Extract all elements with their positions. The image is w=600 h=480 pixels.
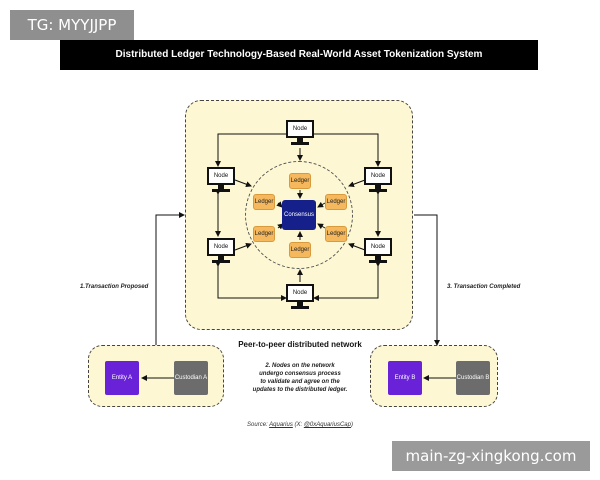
watermark-top: TG: MYYJJPP bbox=[10, 10, 134, 40]
ledger-upper-left: Ledger bbox=[253, 194, 275, 210]
node-label: Node bbox=[286, 284, 314, 302]
node-label: Node bbox=[364, 238, 392, 256]
node-top: Node bbox=[286, 120, 314, 146]
step-2-line: updates to the distributed ledger. bbox=[252, 387, 348, 393]
step-2-line: undergo consensus process bbox=[259, 371, 341, 377]
source-mid: (X: bbox=[292, 422, 304, 428]
step-2-line: 2. Nodes on the network bbox=[265, 363, 335, 369]
ledger-lower-right: Ledger bbox=[325, 226, 347, 242]
node-label: Node bbox=[364, 167, 392, 185]
consensus-block: Consensus bbox=[282, 200, 316, 230]
source-credit: Source: Aquarius (X: @0xAquariusCap) bbox=[200, 422, 400, 428]
source-suffix: ) bbox=[350, 422, 353, 428]
entity-b: Entity B bbox=[388, 361, 422, 395]
step-2-note: 2. Nodes on the network undergo consensu… bbox=[230, 362, 370, 394]
node-upper-left: Node bbox=[207, 167, 235, 193]
node-lower-right: Node bbox=[364, 238, 392, 264]
step-2-line: to validate and agree on the bbox=[260, 379, 340, 385]
custodian-a: Custodian A bbox=[174, 361, 208, 395]
ledger-top: Ledger bbox=[289, 173, 311, 189]
node-upper-right: Node bbox=[364, 167, 392, 193]
source-handle-link[interactable]: @0xAquariusCap bbox=[303, 422, 351, 428]
node-label: Node bbox=[207, 238, 235, 256]
node-label: Node bbox=[286, 120, 314, 138]
step-1-label: 1.Transaction Proposed bbox=[80, 284, 149, 290]
node-label: Node bbox=[207, 167, 235, 185]
custodian-b: Custodian B bbox=[456, 361, 490, 395]
ledger-lower-left: Ledger bbox=[253, 226, 275, 242]
node-lower-left: Node bbox=[207, 238, 235, 264]
ledger-bottom: Ledger bbox=[289, 242, 311, 258]
source-author-link[interactable]: Aquarius bbox=[269, 422, 293, 428]
network-label: Peer-to-peer distributed network bbox=[238, 340, 362, 349]
watermark-bottom: main-zg-xingkong.com bbox=[392, 441, 590, 471]
step-3-label: 3. Transaction Completed bbox=[447, 284, 521, 290]
source-prefix: Source: bbox=[247, 422, 270, 428]
node-bottom: Node bbox=[286, 284, 314, 310]
diagram-title: Distributed Ledger Technology-Based Real… bbox=[60, 40, 538, 70]
ledger-upper-right: Ledger bbox=[325, 194, 347, 210]
entity-a: Entity A bbox=[105, 361, 139, 395]
